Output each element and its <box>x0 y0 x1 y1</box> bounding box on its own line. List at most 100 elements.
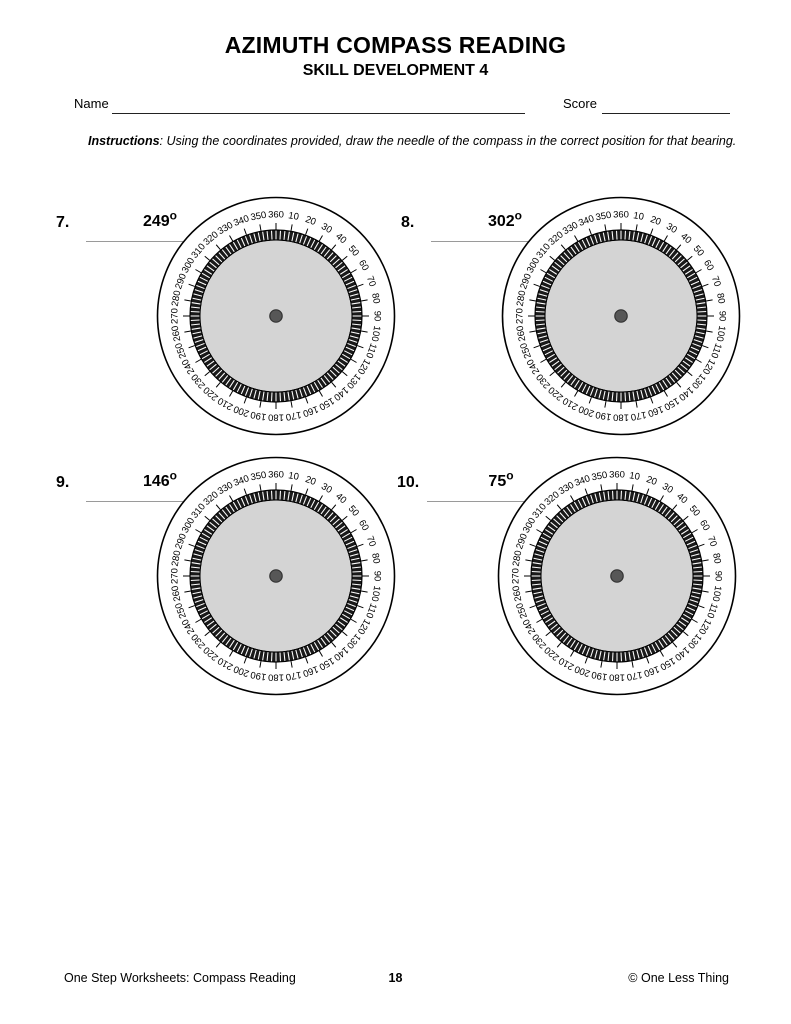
svg-text:270: 270 <box>170 308 181 324</box>
svg-text:260: 260 <box>170 585 184 603</box>
svg-text:360: 360 <box>613 210 629 221</box>
svg-text:90: 90 <box>372 311 383 322</box>
svg-text:20: 20 <box>304 474 318 488</box>
svg-text:280: 280 <box>170 290 184 308</box>
svg-text:350: 350 <box>595 210 613 224</box>
svg-text:200: 200 <box>232 403 251 419</box>
svg-text:70: 70 <box>709 275 723 289</box>
problem-number: 9. <box>56 474 70 491</box>
svg-text:100: 100 <box>369 325 383 343</box>
svg-text:350: 350 <box>591 470 609 484</box>
svg-text:30: 30 <box>664 221 679 236</box>
svg-text:160: 160 <box>646 403 665 419</box>
svg-text:180: 180 <box>609 672 625 683</box>
svg-text:170: 170 <box>630 409 648 423</box>
svg-text:70: 70 <box>364 535 378 549</box>
svg-text:180: 180 <box>613 412 629 423</box>
svg-text:80: 80 <box>369 552 382 564</box>
svg-text:270: 270 <box>170 568 181 584</box>
svg-text:170: 170 <box>285 409 303 423</box>
problem-number: 10. <box>397 474 420 491</box>
svg-text:90: 90 <box>372 571 383 582</box>
svg-text:290: 290 <box>514 532 530 551</box>
page-title: AZIMUTH COMPASS READING <box>224 32 567 58</box>
svg-text:100: 100 <box>714 325 728 343</box>
svg-text:190: 190 <box>250 669 268 683</box>
svg-text:160: 160 <box>301 663 320 679</box>
svg-text:170: 170 <box>285 669 303 683</box>
name-label: Name <box>74 96 109 111</box>
page-footer: One Step Worksheets: Compass Reading 18 … <box>0 971 791 989</box>
svg-text:30: 30 <box>319 481 334 496</box>
svg-text:190: 190 <box>595 409 613 423</box>
svg-text:80: 80 <box>710 552 723 564</box>
svg-text:350: 350 <box>250 210 268 224</box>
page-header: AZIMUTH COMPASS READING SKILL DEVELOPMEN… <box>0 32 791 81</box>
svg-text:200: 200 <box>573 663 592 679</box>
svg-text:290: 290 <box>518 272 534 291</box>
svg-text:100: 100 <box>710 585 724 603</box>
answer-line[interactable] <box>427 501 545 502</box>
svg-text:20: 20 <box>645 474 659 488</box>
svg-text:110: 110 <box>704 602 720 620</box>
svg-text:270: 270 <box>515 308 526 324</box>
svg-text:110: 110 <box>363 602 379 620</box>
svg-text:10: 10 <box>287 470 299 483</box>
svg-text:10: 10 <box>287 210 299 223</box>
name-score-row: Name Score <box>0 96 791 116</box>
svg-text:60: 60 <box>697 518 712 533</box>
svg-text:200: 200 <box>577 403 596 419</box>
svg-text:60: 60 <box>356 258 371 273</box>
instructions-text: Instructions: Using the coordinates prov… <box>88 133 748 149</box>
svg-text:260: 260 <box>515 325 529 343</box>
svg-text:70: 70 <box>705 535 719 549</box>
svg-text:260: 260 <box>170 325 184 343</box>
page-number: 18 <box>388 971 403 985</box>
svg-text:280: 280 <box>511 550 525 568</box>
svg-text:80: 80 <box>714 292 727 304</box>
svg-text:90: 90 <box>713 571 724 582</box>
svg-text:340: 340 <box>232 213 251 229</box>
svg-text:20: 20 <box>649 214 663 228</box>
svg-text:30: 30 <box>660 481 675 496</box>
problem-bearing: 146o <box>142 468 178 490</box>
svg-text:30: 30 <box>319 221 334 236</box>
page-subtitle: SKILL DEVELOPMENT 4 <box>302 62 489 79</box>
svg-text:280: 280 <box>170 550 184 568</box>
answer-line[interactable] <box>431 241 549 242</box>
svg-text:340: 340 <box>573 473 592 489</box>
score-input-line[interactable] <box>602 113 730 114</box>
answer-line[interactable] <box>86 241 204 242</box>
svg-text:10: 10 <box>632 210 644 223</box>
problem-bearing: 249o <box>142 208 178 230</box>
problem-bearing: 75o <box>488 468 514 490</box>
svg-text:340: 340 <box>232 473 251 489</box>
name-input-line[interactable] <box>112 113 525 114</box>
instructions-lead: Instructions <box>88 134 160 148</box>
svg-text:270: 270 <box>511 568 522 584</box>
svg-text:160: 160 <box>642 663 661 679</box>
svg-text:110: 110 <box>708 342 724 360</box>
footer-copyright: © One Less Thing <box>628 971 729 985</box>
svg-text:160: 160 <box>301 403 320 419</box>
problem-bearing: 302o <box>487 208 523 230</box>
svg-text:20: 20 <box>304 214 318 228</box>
svg-text:10: 10 <box>628 470 640 483</box>
svg-text:110: 110 <box>363 342 379 360</box>
svg-text:360: 360 <box>268 470 284 481</box>
svg-text:180: 180 <box>268 672 284 683</box>
problem-number: 8. <box>401 214 415 231</box>
svg-text:60: 60 <box>701 258 716 273</box>
svg-text:90: 90 <box>717 311 728 322</box>
answer-line[interactable] <box>86 501 204 502</box>
score-label: Score <box>563 96 597 111</box>
svg-text:250: 250 <box>173 601 189 620</box>
